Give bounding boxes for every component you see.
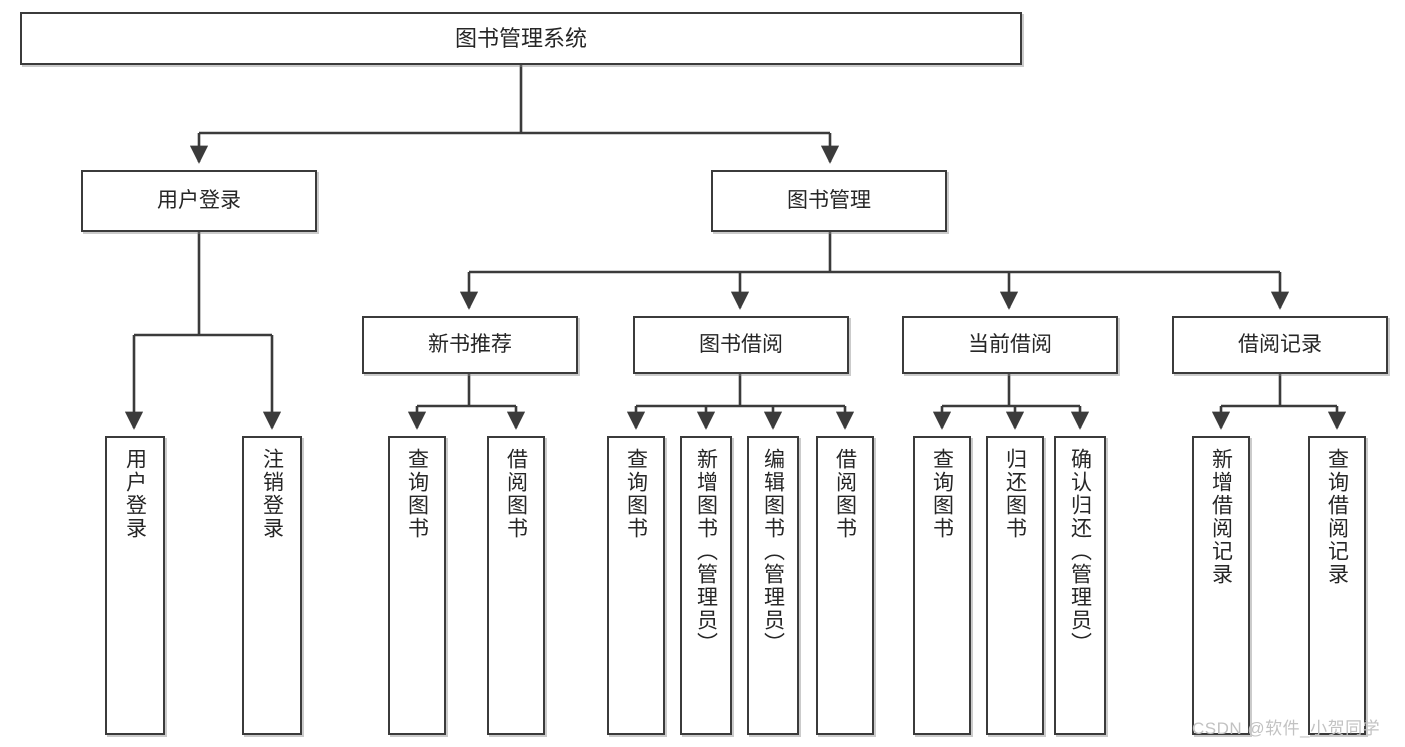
node-leaf-add-book-admin-label: 新增图书（管理员） [694, 448, 718, 655]
node-borrow-record[interactable]: 借阅记录 [1172, 316, 1388, 374]
node-leaf-confirm-return-admin[interactable]: 确认归还（管理员） [1054, 436, 1106, 735]
node-book-borrow-label: 图书借阅 [699, 332, 783, 356]
node-current-borrow-label: 当前借阅 [968, 332, 1052, 356]
node-new-book-recommend-label: 新书推荐 [428, 332, 512, 356]
node-leaf-query-book-borrow-label: 查询图书 [624, 448, 648, 540]
node-leaf-logout-login[interactable]: 注销登录 [242, 436, 302, 735]
node-leaf-query-book-rec-label: 查询图书 [405, 448, 429, 540]
node-leaf-query-borrow-record-label: 查询借阅记录 [1325, 448, 1349, 586]
node-leaf-edit-book-admin[interactable]: 编辑图书（管理员） [747, 436, 799, 735]
node-leaf-add-borrow-record[interactable]: 新增借阅记录 [1192, 436, 1250, 735]
node-user-login[interactable]: 用户登录 [81, 170, 317, 232]
node-root-label: 图书管理系统 [454, 25, 587, 51]
node-leaf-borrow-book-rec-label: 借阅图书 [504, 448, 528, 540]
node-new-book-recommend[interactable]: 新书推荐 [362, 316, 578, 374]
node-user-login-label: 用户登录 [157, 188, 241, 212]
node-leaf-query-book-current[interactable]: 查询图书 [913, 436, 971, 735]
node-leaf-query-borrow-record[interactable]: 查询借阅记录 [1308, 436, 1366, 735]
node-current-borrow[interactable]: 当前借阅 [902, 316, 1118, 374]
node-leaf-user-login[interactable]: 用户登录 [105, 436, 165, 735]
node-leaf-return-book[interactable]: 归还图书 [986, 436, 1044, 735]
node-leaf-borrow-book-label: 借阅图书 [833, 448, 857, 540]
node-leaf-confirm-return-admin-label: 确认归还（管理员） [1068, 448, 1092, 655]
node-leaf-query-book-rec[interactable]: 查询图书 [388, 436, 446, 735]
node-book-management[interactable]: 图书管理 [711, 170, 947, 232]
node-root[interactable]: 图书管理系统 [20, 12, 1022, 65]
node-leaf-edit-book-admin-label: 编辑图书（管理员） [761, 448, 785, 655]
node-leaf-add-borrow-record-label: 新增借阅记录 [1209, 448, 1233, 586]
node-book-management-label: 图书管理 [787, 188, 871, 212]
node-leaf-return-book-label: 归还图书 [1003, 448, 1027, 540]
node-leaf-logout-login-label: 注销登录 [260, 448, 284, 540]
node-leaf-borrow-book-rec[interactable]: 借阅图书 [487, 436, 545, 735]
node-leaf-query-book-borrow[interactable]: 查询图书 [607, 436, 665, 735]
watermark: CSDN @软件_小贺同学 [1192, 719, 1381, 738]
node-borrow-record-label: 借阅记录 [1238, 332, 1322, 356]
node-leaf-query-book-current-label: 查询图书 [930, 448, 954, 540]
node-book-borrow[interactable]: 图书借阅 [633, 316, 849, 374]
node-leaf-add-book-admin[interactable]: 新增图书（管理员） [680, 436, 732, 735]
node-leaf-borrow-book[interactable]: 借阅图书 [816, 436, 874, 735]
node-leaf-user-login-label: 用户登录 [123, 448, 147, 540]
